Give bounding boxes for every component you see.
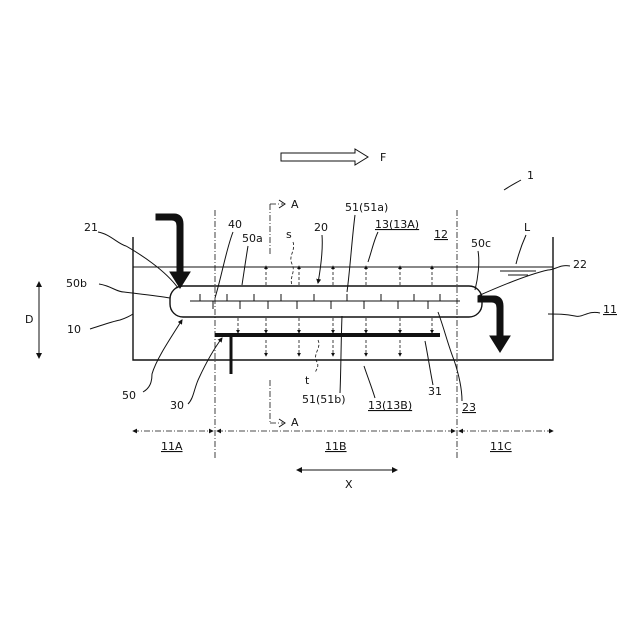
leader-31 (425, 341, 433, 385)
label-D: D (25, 313, 33, 326)
leader-21 (98, 232, 178, 288)
leader-30 (188, 338, 222, 404)
leader-51b (340, 316, 342, 393)
label-L: L (524, 221, 531, 234)
label-A-bottom: A (291, 416, 299, 429)
leader-1 (504, 180, 521, 190)
label-F: F (380, 151, 386, 164)
label-21: 21 (84, 221, 98, 234)
flow-path-t (316, 340, 319, 373)
leader-50a (242, 246, 248, 285)
lower-fins (213, 301, 428, 309)
label-13A: 13(13A) (375, 218, 419, 231)
label-1: 1 (527, 169, 534, 182)
upper-fins (200, 294, 440, 301)
label-A-top: A (291, 198, 299, 211)
label-50: 50 (122, 389, 136, 402)
label-11C: 11C (490, 440, 512, 453)
label-50a: 50a (242, 232, 263, 245)
leader-11 (548, 312, 600, 316)
label-13B: 13(13B) (368, 399, 412, 412)
label-51b: 51(51b) (302, 393, 346, 406)
leader-22 (478, 266, 570, 296)
leader-13A (368, 232, 378, 262)
label-30: 30 (170, 399, 184, 412)
leader-13B (364, 366, 375, 398)
leader-51a (347, 215, 355, 292)
leader-10 (90, 314, 133, 329)
leader-50c (475, 251, 479, 290)
label-51a: 51(51a) (345, 201, 388, 214)
label-10: 10 (67, 323, 81, 336)
flow-direction-arrow (281, 149, 368, 165)
leader-50 (143, 320, 182, 392)
leader-40 (215, 232, 233, 298)
label-22: 22 (573, 258, 587, 271)
label-X: X (345, 478, 353, 491)
label-20: 20 (314, 221, 328, 234)
inflow-arrow (156, 214, 190, 288)
label-12: 12 (434, 228, 448, 241)
label-11: 11 (603, 303, 617, 316)
label-50b: 50b (66, 277, 87, 290)
leader-20 (318, 235, 322, 283)
label-s: s (286, 228, 292, 241)
section-line-A (270, 200, 285, 427)
label-23: 23 (462, 401, 476, 414)
label-t: t (305, 374, 310, 387)
label-11B: 11B (325, 440, 347, 453)
leader-L (516, 235, 526, 264)
outflow-arrow (478, 296, 510, 352)
label-50c: 50c (471, 237, 491, 250)
flow-path-s (291, 242, 294, 285)
water-level-symbol (490, 267, 546, 275)
label-40: 40 (228, 218, 242, 231)
label-31: 31 (428, 385, 442, 398)
label-11A: 11A (161, 440, 183, 453)
leader-50b (99, 284, 170, 298)
